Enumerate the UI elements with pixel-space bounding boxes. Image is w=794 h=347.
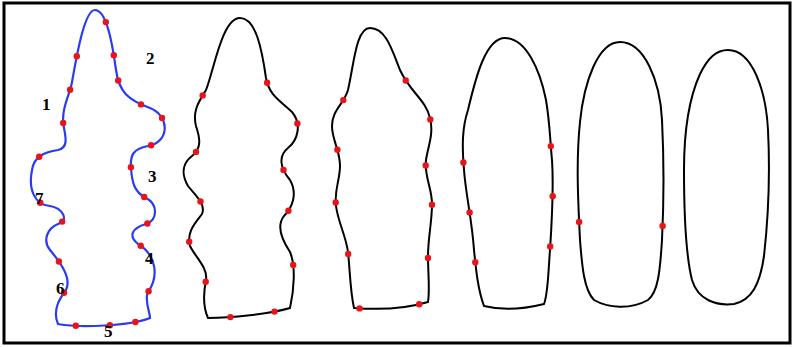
- sample-point: [132, 319, 138, 325]
- original-contour: [31, 10, 165, 326]
- sample-point: [547, 243, 553, 249]
- sample-point: [144, 220, 150, 226]
- sample-point: [186, 239, 192, 245]
- sample-point: [56, 258, 62, 264]
- sample-point: [576, 219, 582, 225]
- sample-point: [227, 314, 233, 320]
- smoothed-contour: [184, 18, 298, 318]
- sample-point: [280, 167, 286, 173]
- sample-point: [356, 305, 362, 311]
- sample-point: [403, 77, 409, 83]
- sample-point: [285, 208, 291, 214]
- callout-number: 4: [145, 250, 154, 267]
- smoothed-contour: [463, 38, 553, 309]
- sample-point: [203, 279, 209, 285]
- sample-point: [271, 308, 277, 314]
- callout-number: 6: [56, 280, 65, 297]
- sample-point: [427, 116, 433, 122]
- sample-point: [60, 120, 66, 126]
- sample-point: [466, 209, 472, 215]
- frame-border: [4, 3, 790, 343]
- sample-point: [73, 323, 79, 329]
- sample-point: [550, 193, 556, 199]
- callout-number: 3: [148, 168, 157, 185]
- sample-point: [197, 198, 203, 204]
- callout-number: 2: [146, 50, 155, 67]
- sample-point: [423, 162, 429, 168]
- smoothed-contour: [578, 42, 664, 307]
- sample-point: [264, 80, 270, 86]
- callout-number: 1: [42, 96, 51, 113]
- sample-point: [294, 120, 300, 126]
- sample-point: [548, 143, 554, 149]
- sample-point: [193, 149, 199, 155]
- sample-point: [429, 202, 435, 208]
- sample-point: [36, 154, 42, 160]
- sample-point: [111, 52, 117, 58]
- sample-point: [472, 259, 478, 265]
- sample-point: [334, 147, 340, 153]
- sample-point: [200, 92, 206, 98]
- smoothed-contour: [332, 28, 432, 309]
- sample-point: [74, 53, 80, 59]
- sample-point: [145, 288, 151, 294]
- smoothed-contour: [684, 50, 769, 304]
- sample-point: [138, 243, 144, 249]
- sample-point: [659, 223, 665, 229]
- sample-point: [141, 194, 147, 200]
- sample-point: [290, 262, 296, 268]
- sample-point: [128, 164, 134, 170]
- callout-number: 7: [35, 190, 44, 207]
- sample-point: [333, 199, 339, 205]
- sample-point: [115, 77, 121, 83]
- sample-point: [416, 301, 422, 307]
- callout-number: 5: [104, 323, 113, 340]
- sample-point: [67, 87, 73, 93]
- sample-point: [340, 97, 346, 103]
- sample-point: [59, 218, 65, 224]
- sample-point: [159, 115, 165, 121]
- sample-point: [148, 142, 154, 148]
- sample-point: [138, 101, 144, 107]
- sample-point: [103, 19, 109, 25]
- sample-point: [425, 255, 431, 261]
- sample-points: [36, 19, 666, 329]
- sample-point: [345, 251, 351, 257]
- sample-point: [460, 159, 466, 165]
